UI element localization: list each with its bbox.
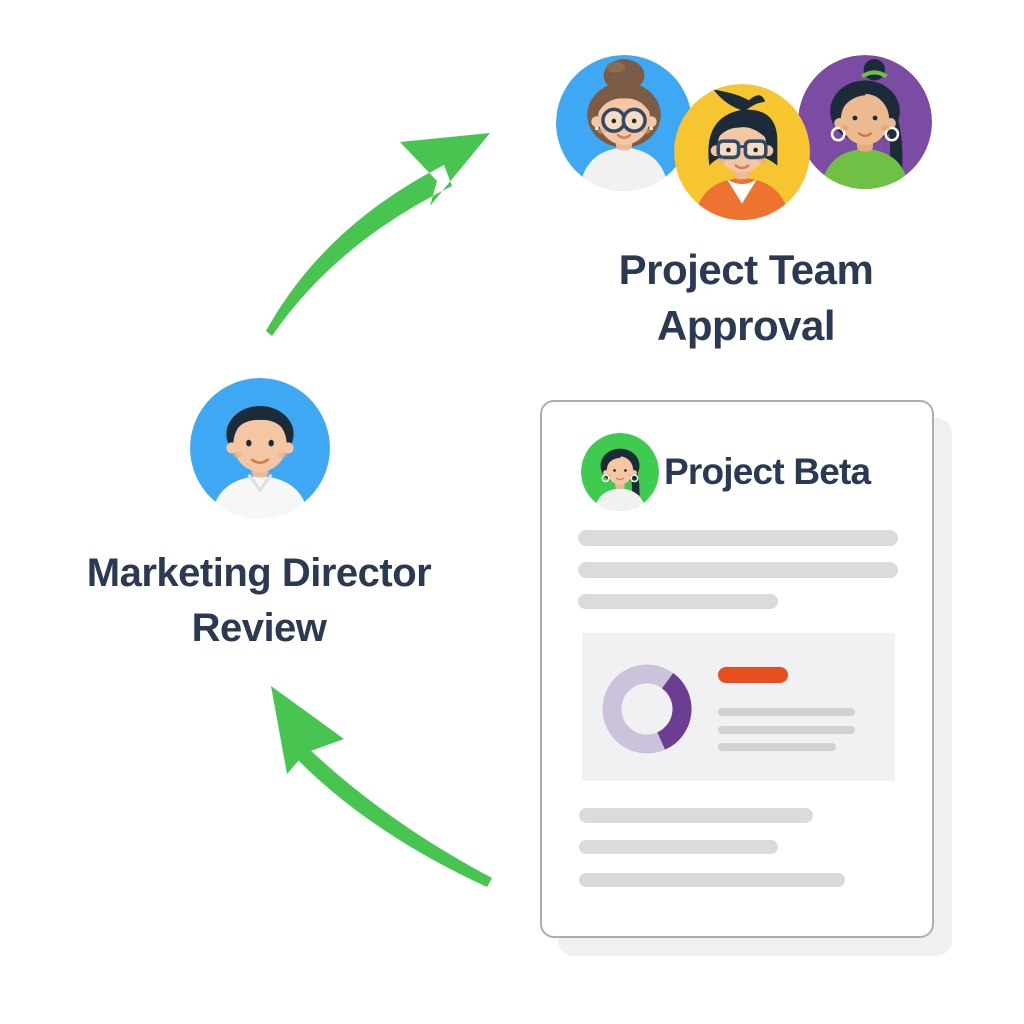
text-placeholder-bar (579, 840, 778, 854)
document-title: Project Beta (664, 451, 871, 492)
text-placeholder-line (718, 708, 855, 716)
document-card: Project Beta (540, 400, 934, 938)
team-node-label: Project Team Approval (546, 242, 946, 354)
woman-ponytail-avatar (798, 55, 932, 189)
woman-braid-avatar (581, 433, 659, 511)
woman-bun-glasses-avatar (556, 55, 692, 191)
text-placeholder-bar (578, 594, 778, 609)
text-placeholder-line (718, 726, 855, 734)
review-label-line1: Marketing Director (86, 551, 432, 595)
text-placeholder-bar (579, 808, 813, 823)
review-node-label: Marketing Director Review (39, 546, 479, 656)
text-placeholder-line (718, 743, 836, 751)
arrow-up-left-icon (271, 686, 492, 887)
donut-chart-icon (602, 664, 692, 754)
arrow-up-right-icon (266, 133, 490, 336)
review-label-line2: Review (191, 606, 327, 650)
accent-pill (718, 667, 788, 683)
chart-panel (582, 633, 895, 781)
team-label-line2: Approval (656, 302, 836, 349)
text-placeholder-bar (579, 873, 845, 887)
man-short-hair-avatar (190, 378, 330, 518)
team-label-line1: Project Team (618, 246, 874, 293)
text-placeholder-bar (578, 562, 898, 578)
person-spiky-hair-glasses-avatar (674, 84, 810, 220)
text-placeholder-bar (578, 530, 898, 546)
